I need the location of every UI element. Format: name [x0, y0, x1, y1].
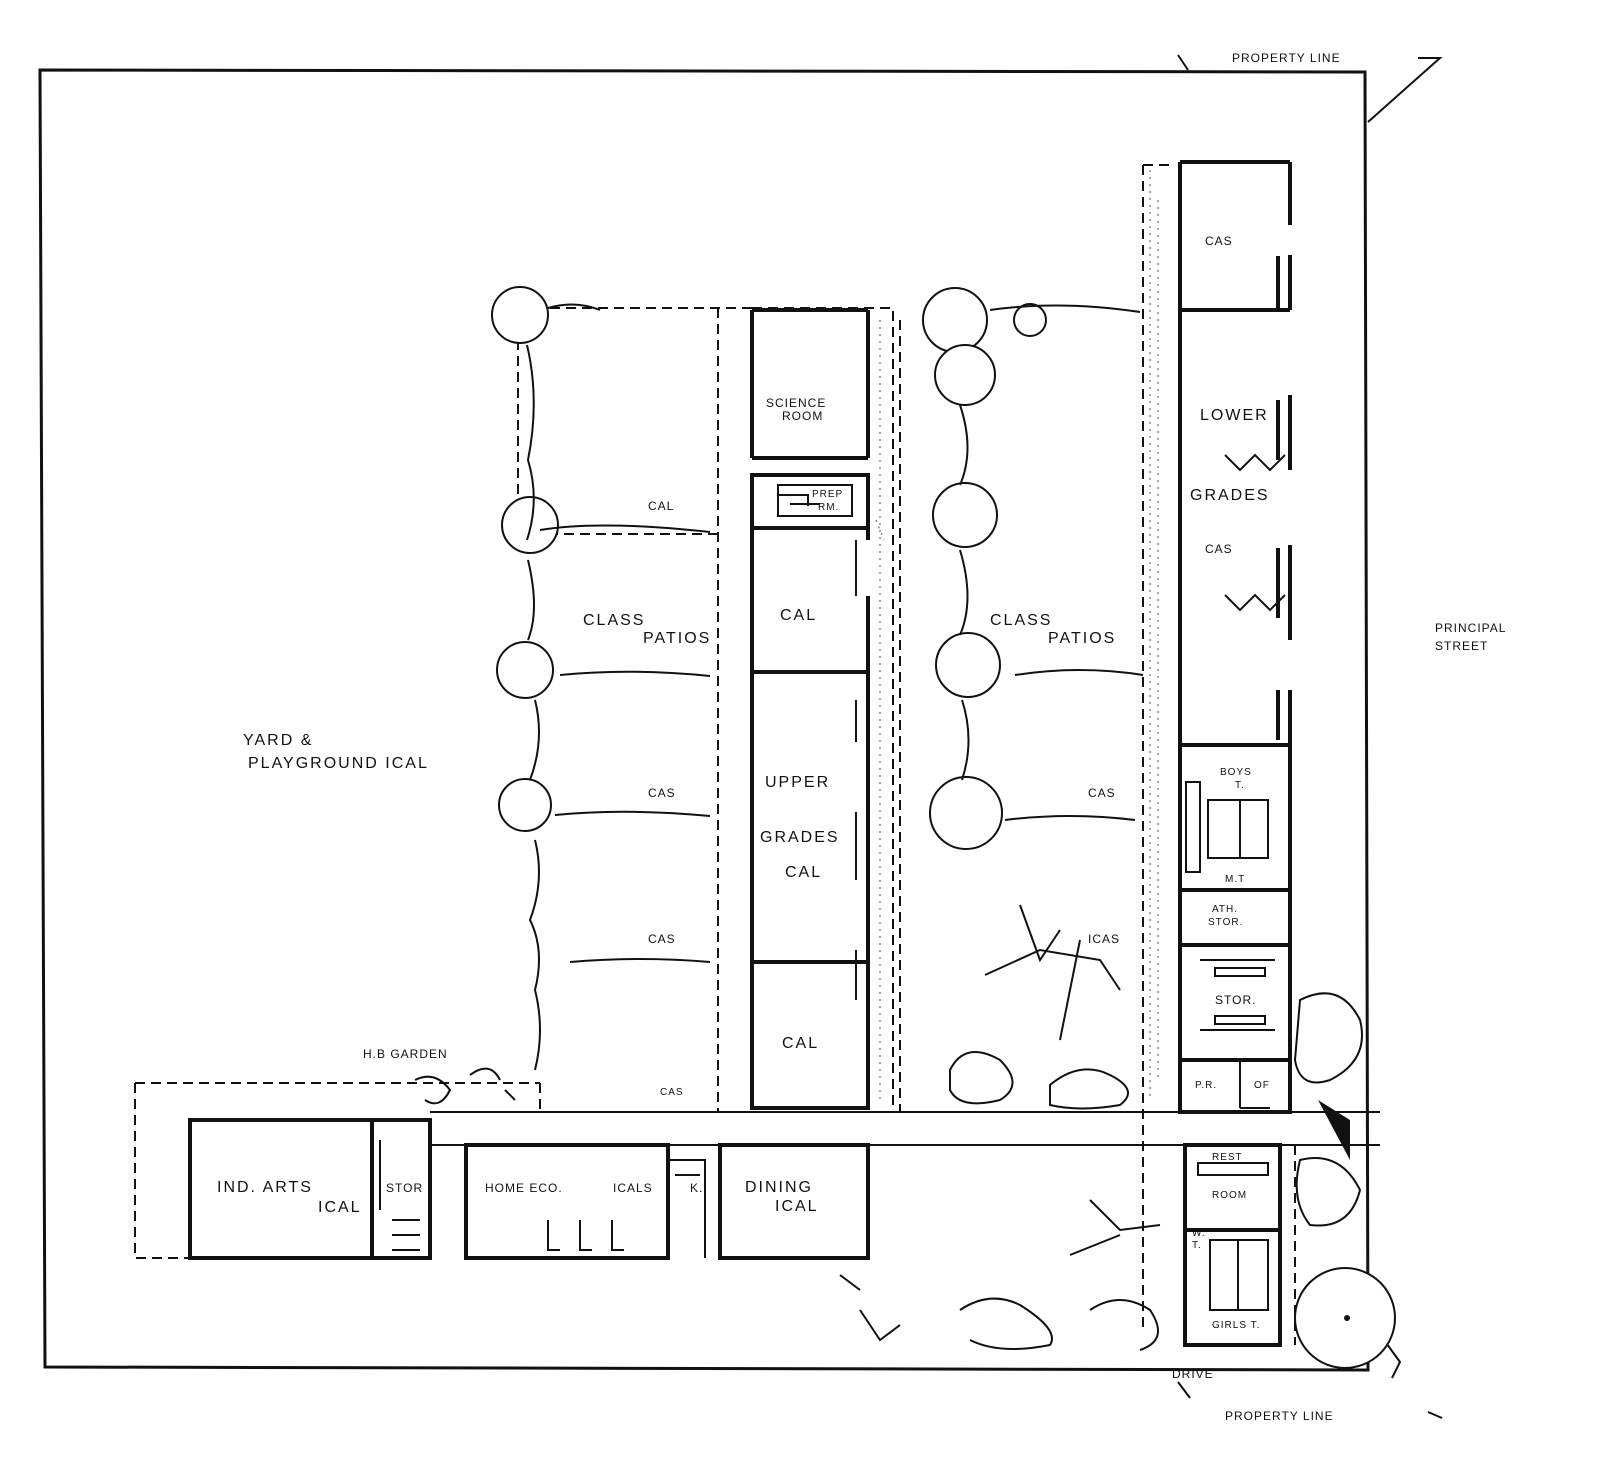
pr-label: P.R. — [1195, 1080, 1217, 1091]
south-corridor — [430, 1111, 1380, 1146]
east-class-patios-2: PATIOS — [1048, 630, 1116, 647]
dining-label-1: DINING — [745, 1179, 813, 1196]
grades-east-label: GRADES — [1190, 487, 1270, 504]
east-wing-cas-top: CAS — [1205, 234, 1233, 248]
landscaping — [414, 286, 1396, 1369]
icals-label: ICALS — [613, 1181, 653, 1195]
ath-stor-label-2: STOR. — [1208, 917, 1243, 928]
ath-stor-label-1: ATH. — [1212, 904, 1238, 915]
plan-labels: PROPERTY LINE PROPERTY LINE PRINCIPAL ST… — [217, 51, 1506, 1423]
home-eco-label: HOME ECO. — [485, 1181, 563, 1195]
storage-label: STOR. — [1215, 993, 1256, 1007]
south-wing — [188, 1118, 870, 1260]
rest-room-label-1: REST — [1212, 1152, 1243, 1163]
drive-label: DRIVE — [1172, 1367, 1214, 1381]
rest-room-label-2: ROOM — [1212, 1190, 1247, 1201]
science-room-label-2: ROOM — [782, 409, 823, 423]
west-cas-2: CAS — [648, 932, 676, 946]
corridor-dots — [875, 170, 1159, 1100]
east-classroom-wing — [1178, 160, 1296, 1347]
prep-room-label-2: RM. — [818, 502, 839, 513]
east-cas-label: CAS — [1088, 786, 1116, 800]
mt-label: M.T — [1225, 874, 1245, 885]
dining-label-2: ICAL — [775, 1198, 819, 1215]
east-wing-cas-2: CAS — [1205, 542, 1233, 556]
east-patio-outline — [899, 164, 1175, 1330]
west-cal-label: CAL — [648, 499, 674, 513]
yard-label-2: PLAYGROUND ICAL — [248, 755, 429, 772]
hb-garden-label: H.B GARDEN — [363, 1047, 448, 1061]
property-boundary — [38, 54, 1443, 1419]
principal-street-label-1: PRINCIPAL — [1435, 621, 1506, 635]
wt-label-1: W. — [1192, 1228, 1206, 1239]
principal-street-label-2: STREET — [1435, 639, 1488, 653]
boys-toilet-label-1: BOYS — [1220, 767, 1252, 778]
center-cal-2: CAL — [785, 864, 822, 881]
west-class-patios-2: PATIOS — [643, 630, 711, 647]
center-cal-3: CAL — [782, 1035, 819, 1052]
property-line-top-label: PROPERTY LINE — [1232, 51, 1341, 65]
property-line-bottom-label: PROPERTY LINE — [1225, 1409, 1334, 1423]
kitchen-label: K. — [690, 1181, 703, 1195]
stor-small-label: STOR — [386, 1181, 423, 1195]
girls-toilet-label: GIRLS T. — [1212, 1320, 1260, 1331]
ind-arts-label: IND. ARTS — [217, 1179, 313, 1196]
entrance-markers — [1240, 1107, 1380, 1146]
east-icas-label: ICAS — [1088, 932, 1120, 946]
prep-room-label-1: PREP — [812, 489, 843, 500]
west-cas-1: CAS — [648, 786, 676, 800]
yard-label-1: YARD & — [243, 732, 313, 749]
west-cas-3: CAS — [660, 1087, 684, 1098]
science-room-label-1: SCIENCE — [766, 396, 826, 410]
east-class-patios-1: CLASS — [990, 612, 1052, 629]
boys-toilet-label-2: T. — [1235, 780, 1245, 791]
upper-label: UPPER — [765, 774, 830, 791]
west-class-patios-1: CLASS — [583, 612, 645, 629]
ind-arts-ical-label: ICAL — [318, 1199, 362, 1216]
center-cal-1: CAL — [780, 607, 817, 624]
grades-center-label: GRADES — [760, 829, 840, 846]
wt-label-2: T. — [1192, 1240, 1202, 1251]
center-classroom-wing — [750, 308, 870, 1110]
office-label: OF — [1254, 1080, 1270, 1091]
lower-label: LOWER — [1200, 407, 1269, 424]
